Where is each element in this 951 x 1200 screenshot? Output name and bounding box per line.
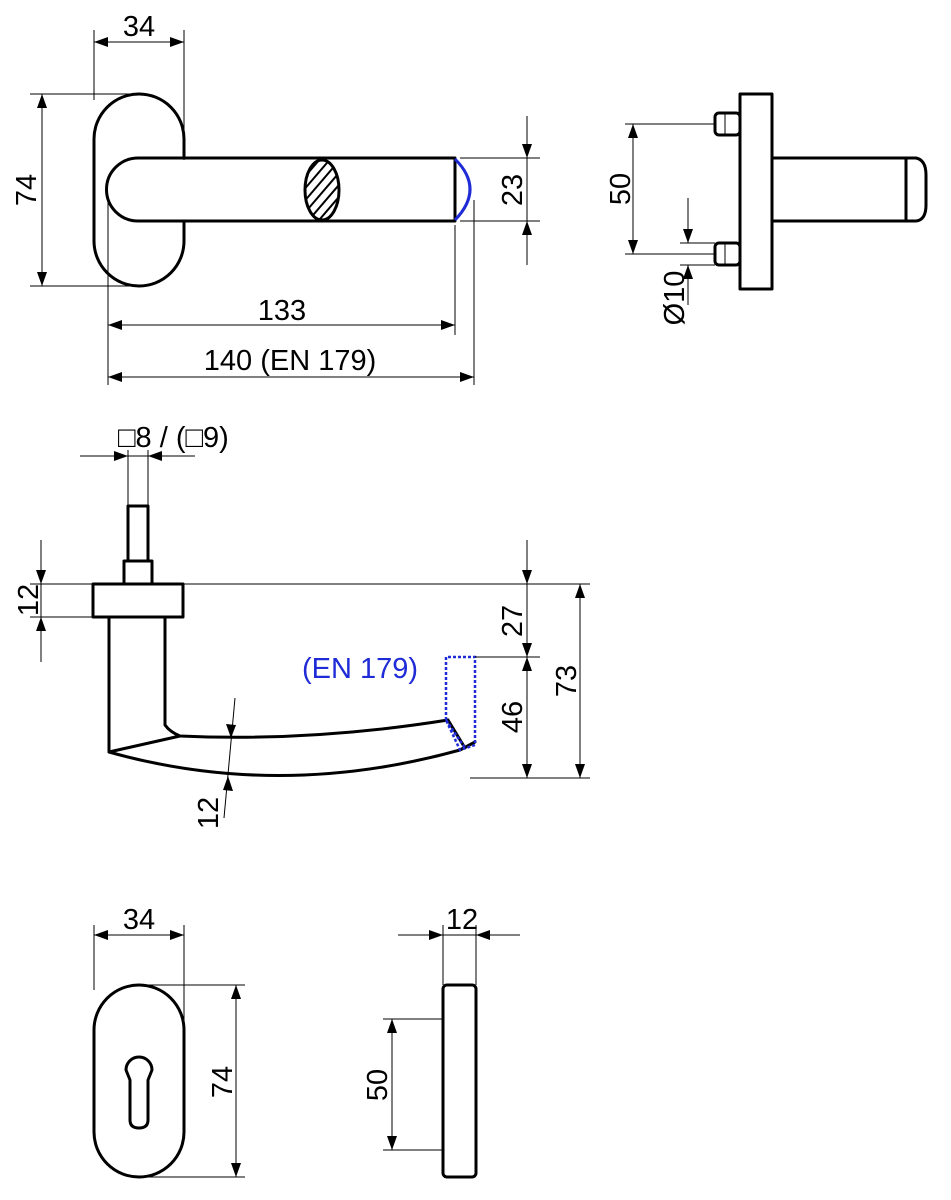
dim-grip-diameter: 23 xyxy=(460,116,540,265)
dim-escutcheon-height: 74 xyxy=(140,984,245,1178)
en179-label: (EN 179) xyxy=(302,653,418,685)
rose-thickness-label: 12 xyxy=(13,584,45,616)
dim-escutcheon-fixing-spacing: 50 xyxy=(362,1018,443,1151)
lever-profile-view: □8 / (□9) 12 27 46 xyxy=(13,422,590,829)
dim-rose-height: 74 xyxy=(11,93,140,287)
escutcheon-outline xyxy=(92,983,186,1179)
dim-total-height: 73 xyxy=(551,584,585,778)
escutcheon-side-view: 12 50 xyxy=(362,904,520,1179)
fixing-spacing-label: 50 xyxy=(605,173,637,205)
lever-grip xyxy=(105,156,457,223)
section-hatch xyxy=(303,158,341,222)
rose-height-label: 74 xyxy=(11,174,43,206)
lever-length-en179-label: 140 (EN 179) xyxy=(204,345,377,377)
escutcheon-height-label: 74 xyxy=(207,1066,239,1098)
escutcheon-fixing-spacing-label: 50 xyxy=(362,1069,394,1101)
lever-body-profile xyxy=(107,615,477,777)
spindle-collar xyxy=(122,559,154,586)
grip-thickness-label: 12 xyxy=(193,797,225,829)
grip-height-label: 46 xyxy=(497,701,529,733)
rose-plate-profile xyxy=(91,582,185,619)
en179-end-profile xyxy=(444,655,477,752)
dim-fixing-spacing: 50 xyxy=(605,123,716,255)
en179-end-cap xyxy=(453,157,472,222)
dim-grip-thickness: 12 xyxy=(193,697,236,829)
front-view-handle: 34 74 23 133 xyxy=(11,11,540,385)
dim-spindle-size: □8 / (□9) xyxy=(80,422,229,506)
height-to-grip-top-label: 27 xyxy=(497,605,529,637)
dim-lever-length-en179: 140 (EN 179) xyxy=(108,200,475,385)
escutcheon-thickness-label: 12 xyxy=(446,904,478,936)
escutcheon-front-view: 34 74 xyxy=(92,904,245,1179)
spindle xyxy=(126,504,150,563)
dim-grip-height: 46 xyxy=(497,657,532,778)
dim-fixing-diameter: Ø10 xyxy=(659,198,715,325)
escutcheon-side-outline xyxy=(441,983,478,1179)
fixing-diameter-label: Ø10 xyxy=(659,271,691,326)
dim-rose-thickness: 12 xyxy=(13,540,93,662)
dim-escutcheon-width: 34 xyxy=(93,904,185,1060)
lever-length-label: 133 xyxy=(258,295,306,327)
fixing-stud-top xyxy=(713,111,742,137)
side-view-rose: 50 Ø10 xyxy=(605,92,928,325)
fixing-stud-bottom xyxy=(713,241,742,267)
rose-width-label: 34 xyxy=(123,11,155,43)
dim-rose-width: 34 xyxy=(93,11,185,160)
dim-lever-length: 133 xyxy=(107,200,456,385)
dim-escutcheon-thickness: 12 xyxy=(398,904,520,985)
escutcheon-width-label: 34 xyxy=(123,904,155,936)
keyhole-cutout xyxy=(124,1055,154,1130)
grip-end-side xyxy=(904,156,928,223)
rose-plate-side xyxy=(738,92,774,291)
total-height-label: 73 xyxy=(551,665,583,697)
spindle-size-label: □8 / (□9) xyxy=(118,422,229,454)
grip-diameter-label: 23 xyxy=(497,174,529,206)
